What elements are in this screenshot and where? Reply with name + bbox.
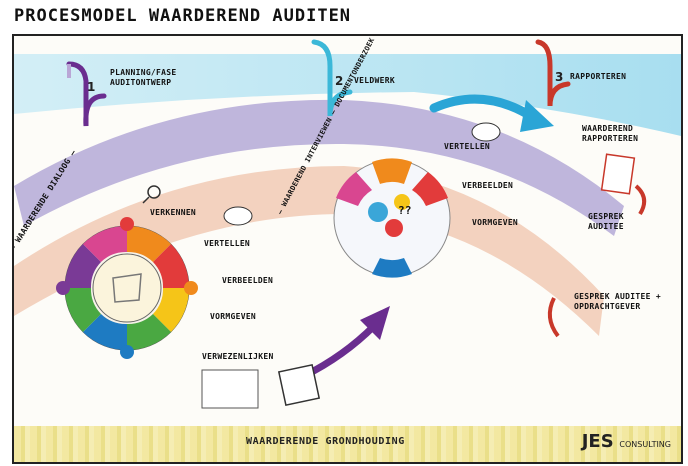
red-arrow-down-icon [547,297,560,338]
page-title: PROCESMODEL WAARDEREND AUDITEN [14,6,352,26]
right-flow-vormgeven: VORMGEVEN [472,218,519,227]
footer-band: WAARDERENDE GRONDHOUDING JES CONSULTING [12,426,683,464]
step-3-label: RAPPORTEREN [570,72,627,81]
logo-main: JES [581,431,614,452]
right-flow-verbeelden: VERBEELDEN [462,181,514,190]
step-2-label: VELDWERK [354,76,395,85]
left-flow-vormgeven: VORMGEVEN [210,312,257,321]
magnifier-icon [147,185,161,199]
company-logo: JES CONSULTING [582,431,671,452]
blue-band [14,54,681,136]
step-2-number: 2 [335,74,344,88]
auditee-label: GESPREK AUDITEE [588,212,624,231]
left-flow-verkennen: VERKENNEN [150,208,197,217]
step-2-bracket-icon [311,39,353,117]
dialog-flower-icon [56,217,198,359]
red-arrow-icon [634,184,647,216]
report-doodle-icon [600,153,636,195]
purple-band [14,99,624,236]
question-marks: ?? [398,204,412,217]
client-label: GESPREK AUDITEE + OPDRACHTGEVER [574,292,661,311]
interview-circle-icon [333,158,451,278]
speech-bubble-icon [471,122,501,142]
logo-sub: CONSULTING [619,440,671,449]
blue-arrowhead [520,100,554,132]
step-1-number: 1 [87,80,96,94]
sketch-doodle-icon [277,363,321,407]
purple-arrowhead [360,306,390,340]
report-label: WAARDEREND RAPPORTEREN [582,124,639,143]
form-doodle-icon [201,369,259,409]
left-flow-vertellen: VERTELLEN [204,239,251,248]
blue-arrow-icon [429,94,539,123]
left-flow-verwezenlijken: VERWEZENLIJKEN [202,352,274,361]
right-flow-vertellen: VERTELLEN [444,142,491,151]
step-1-bracket-icon [66,61,107,127]
left-flow-verbeelden: VERBEELDEN [222,276,274,285]
step-3-number: 3 [555,70,564,84]
process-model-board: 1 PLANNING/FASE AUDITONTWERP 2 VELDWERK … [12,34,683,430]
footer-texture [14,426,681,462]
orange-band [14,166,604,336]
step-1-label: PLANNING/FASE AUDITONTWERP [110,68,177,87]
board-drawing [14,39,681,428]
thought-bubble-icon [223,206,253,226]
step-3-bracket-icon [535,39,571,107]
footer-text: WAARDERENDE GRONDHOUDING [246,436,405,447]
